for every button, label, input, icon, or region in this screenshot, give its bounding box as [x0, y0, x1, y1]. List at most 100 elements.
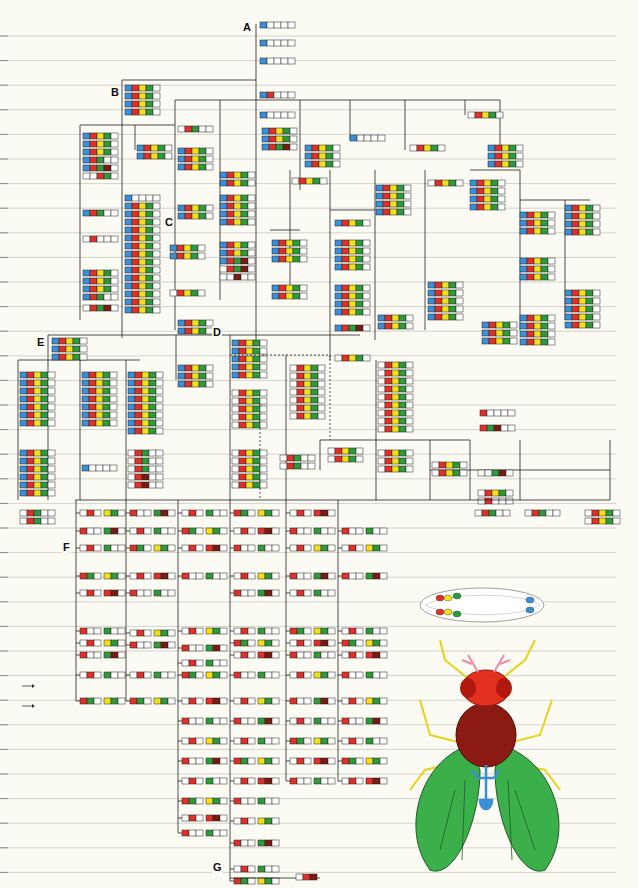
cell-segment	[137, 630, 144, 636]
lineage-line	[75, 500, 610, 501]
cell-segment	[220, 718, 227, 724]
cell-segment	[258, 528, 265, 534]
cell-segment	[503, 510, 510, 516]
cell-segment	[94, 510, 101, 516]
lineage-line	[135, 125, 136, 150]
cell-segment	[234, 510, 241, 516]
margin-tick	[0, 601, 8, 602]
cell-segment	[477, 196, 484, 202]
cell-segment	[286, 240, 293, 246]
cell-segment	[541, 228, 548, 234]
cell-segment	[260, 474, 267, 480]
cell-segment	[104, 173, 111, 179]
lineage-line	[48, 335, 360, 336]
cell-segment	[546, 510, 553, 516]
cell-segment	[227, 266, 234, 272]
cell-segment	[146, 219, 153, 225]
cell-segment	[153, 85, 160, 91]
cell-segment	[485, 498, 492, 504]
cell-segment	[366, 573, 373, 579]
cell-segment	[258, 640, 265, 646]
lineage-line	[126, 701, 130, 702]
cell-segment	[248, 758, 255, 764]
cell-segment	[27, 518, 34, 524]
cell-segment	[198, 245, 205, 251]
cell-segment	[356, 545, 363, 551]
cell-segment	[593, 322, 600, 328]
cell-segment	[378, 466, 385, 472]
cell-segment	[534, 323, 541, 329]
cell-segment	[548, 315, 555, 321]
cell-segment	[385, 402, 392, 408]
cell-segment	[428, 314, 435, 320]
cell-segment	[154, 545, 161, 551]
cell-segment	[258, 758, 265, 764]
cell-segment	[130, 590, 137, 596]
cell-segment	[199, 164, 206, 170]
cell-segment	[248, 778, 255, 784]
cell-segment	[246, 450, 253, 456]
cell-segment	[326, 161, 333, 167]
margin-tick	[0, 36, 8, 37]
cell-segment	[154, 528, 161, 534]
cell-segment	[380, 573, 387, 579]
cell-segment	[265, 798, 272, 804]
cell-segment	[130, 528, 137, 534]
cell-segment	[111, 210, 118, 216]
cell-segment	[366, 640, 373, 646]
cell-segment	[130, 672, 137, 678]
cell-segment	[378, 410, 385, 416]
cell-segment	[262, 136, 269, 142]
cell-segment	[399, 402, 406, 408]
cell-segment	[220, 510, 227, 516]
cell-segment	[520, 228, 527, 234]
cell-segment	[34, 404, 41, 410]
cell-segment	[139, 109, 146, 115]
cell-segment	[520, 323, 527, 329]
cell-segment	[27, 466, 34, 472]
cell-segment	[227, 195, 234, 201]
cell-segment	[110, 404, 117, 410]
cell-segment	[527, 315, 534, 321]
cell-segment	[220, 738, 227, 744]
cell-segment	[366, 545, 373, 551]
lineage-line	[286, 741, 290, 742]
cell-segment	[144, 630, 151, 636]
cell-segment	[130, 642, 137, 648]
cell-segment	[90, 236, 97, 242]
lineage-line	[126, 576, 130, 577]
cell-segment	[246, 372, 253, 378]
cell-segment	[260, 112, 267, 118]
cell-segment	[87, 628, 94, 634]
cell-segment	[161, 573, 168, 579]
imaginal-disc	[526, 607, 534, 613]
cell-segment	[288, 40, 295, 46]
cell-segment	[132, 219, 139, 225]
cell-segment	[378, 135, 385, 141]
cell-segment	[260, 458, 267, 464]
cell-segment	[456, 306, 463, 312]
cell-segment	[258, 590, 265, 596]
cell-segment	[399, 378, 406, 384]
cell-segment	[199, 148, 206, 154]
lineage-letter: B	[110, 86, 120, 98]
cell-segment	[239, 414, 246, 420]
cell-segment	[192, 148, 199, 154]
cell-segment	[349, 448, 356, 454]
lineage-line	[286, 781, 290, 782]
cell-segment	[80, 640, 87, 646]
cell-segment	[262, 144, 269, 150]
fly-leg	[500, 640, 535, 680]
cell-segment	[553, 510, 560, 516]
cell-segment	[178, 126, 185, 132]
cell-segment	[356, 301, 363, 307]
cell-segment	[373, 573, 380, 579]
fly-wing	[495, 745, 559, 871]
cell-segment	[146, 251, 153, 257]
cell-segment	[87, 698, 94, 704]
cell-segment	[314, 573, 321, 579]
cell-segment	[248, 545, 255, 551]
cell-segment	[96, 420, 103, 426]
cell-segment	[132, 101, 139, 107]
cell-segment	[20, 380, 27, 386]
